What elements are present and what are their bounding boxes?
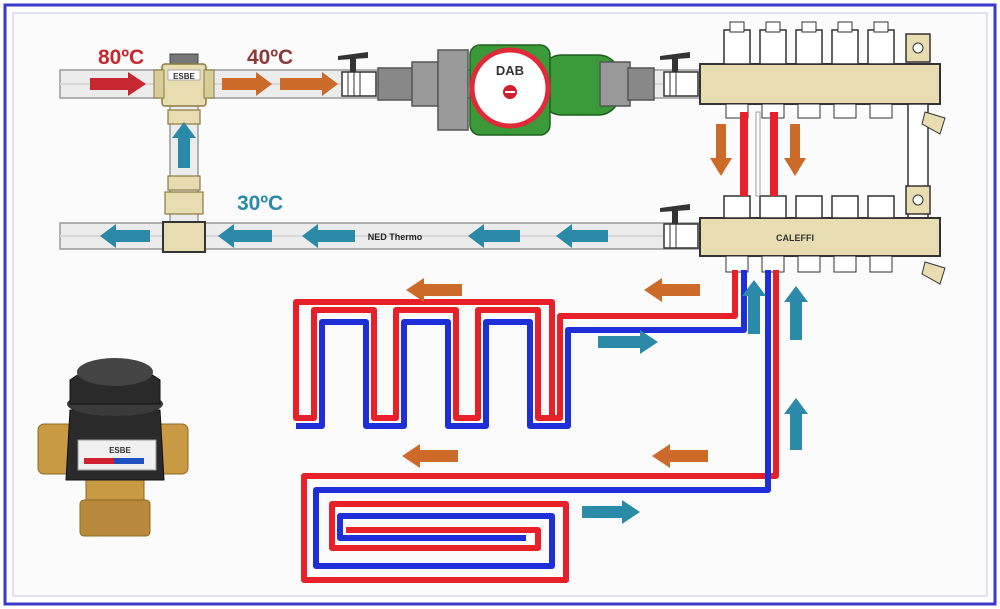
arrow-hot-supply (90, 72, 146, 96)
bypass-pipe (162, 104, 206, 253)
hot-supply-temp: 80ºC (98, 46, 144, 69)
supply-manifold-valves (723, 21, 895, 65)
arrows-return (100, 224, 608, 248)
return-manifold-outlets (725, 255, 893, 273)
loop-arrows-orange (402, 278, 708, 468)
ball-valve-manifold-return (660, 204, 699, 249)
mixed-supply-temp: 40ºC (247, 46, 293, 69)
arrow-bypass-up (172, 122, 196, 168)
thermostatic-valve-photo: ESBE (37, 358, 189, 537)
valve-brand-label: ESBE (173, 72, 195, 81)
ball-valve-pump-inlet (338, 52, 377, 97)
floor-loop-serpentine (293, 270, 747, 429)
return-temp: 30ºC (237, 192, 283, 215)
manifold-brand-label: CALEFFI (776, 233, 814, 243)
return-manifold: CALEFFI (699, 185, 946, 285)
pump-brand-label: DAB (496, 63, 524, 78)
pipe-brand-label: NED Thermo (368, 232, 423, 242)
mixing-valve: ESBE (153, 53, 215, 107)
loop-arrows-blue (582, 280, 808, 524)
floor-loop-spiral (301, 270, 779, 583)
arrows-manifold-down (710, 124, 806, 176)
supply-manifold (699, 21, 946, 229)
return-manifold-caps (723, 195, 895, 219)
arrows-mixed-supply (222, 72, 338, 96)
ball-valve-manifold-supply (660, 52, 699, 97)
valve-photo-brand: ESBE (109, 446, 131, 455)
manifold-riser-pipes (740, 111, 778, 197)
circulation-pump: DAB (377, 44, 655, 136)
